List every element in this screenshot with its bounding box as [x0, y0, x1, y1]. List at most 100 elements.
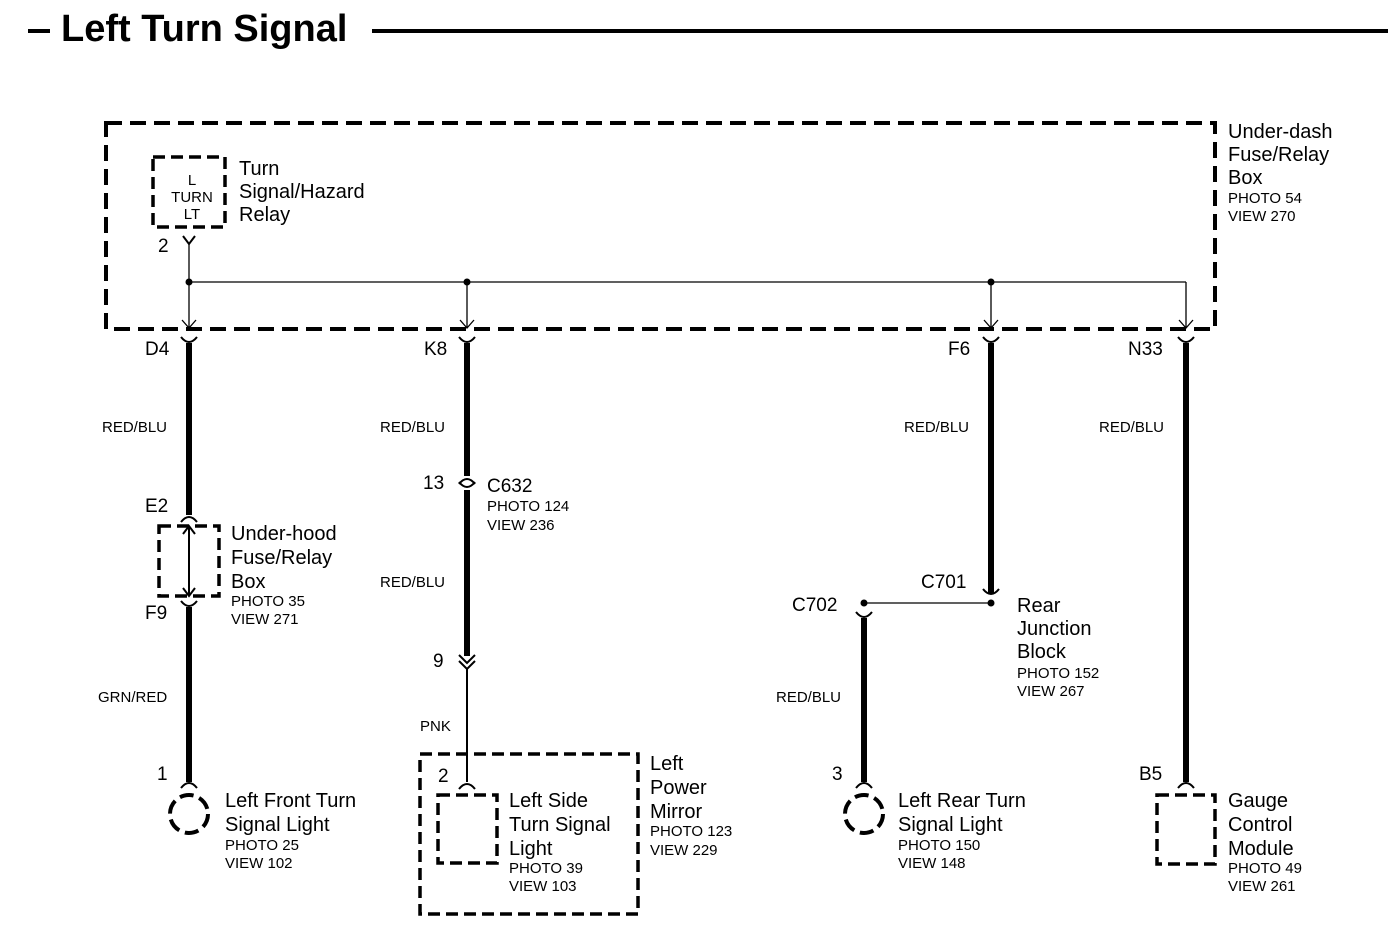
gauge-pin-b5: B5 — [1139, 764, 1162, 785]
terminal-k8-symbol — [458, 336, 476, 343]
wire-color-n33: RED/BLU — [1099, 419, 1164, 436]
gauge-photo: PHOTO 49 — [1228, 860, 1302, 877]
power-mirror-name-1: Left — [650, 753, 684, 775]
wire-color-c702: RED/BLU — [776, 689, 841, 706]
splice-dot — [987, 278, 995, 286]
relay-name-1: Turn — [239, 158, 279, 180]
underdash-fuse-box-outline — [104, 121, 1217, 331]
underdash-box-photo: PHOTO 54 — [1228, 190, 1302, 207]
left-rear-view: VIEW 148 — [898, 855, 966, 872]
left-front-pin: 1 — [157, 764, 168, 785]
terminal-k8: K8 — [424, 339, 447, 360]
underhood-box-name-3: Box — [231, 571, 265, 593]
c632-connector-symbol — [458, 481, 476, 488]
underdash-box-view: VIEW 270 — [1228, 208, 1296, 225]
left-side-photo: PHOTO 39 — [509, 860, 583, 877]
pin-f9: F9 — [145, 603, 167, 624]
underhood-box-photo: PHOTO 35 — [231, 593, 305, 610]
underhood-box-view: VIEW 271 — [231, 611, 299, 628]
left-rear-name-1: Left Rear Turn — [898, 790, 1026, 812]
wire-color-k8-lower: RED/BLU — [380, 574, 445, 591]
splice-dot — [185, 278, 193, 286]
splice-dot — [463, 278, 471, 286]
left-front-view: VIEW 102 — [225, 855, 293, 872]
c702-node — [860, 599, 868, 607]
gauge-name-2: Control — [1228, 814, 1292, 836]
c701-connector-symbol — [982, 588, 1000, 595]
connector-symbol — [458, 654, 476, 665]
gauge-name-3: Module — [1228, 838, 1294, 860]
arrow-icon — [459, 319, 475, 329]
diagram-title: Left Turn Signal — [61, 8, 347, 50]
wire-color-d4: RED/BLU — [102, 419, 167, 436]
left-rear-photo: PHOTO 150 — [898, 837, 980, 854]
wire-color-k8-upper: RED/BLU — [380, 419, 445, 436]
rear-junction-name-3: Block — [1017, 641, 1067, 663]
arrow-icon — [983, 319, 999, 329]
left-front-name-1: Left Front Turn — [225, 790, 356, 812]
terminal-f6: F6 — [948, 339, 970, 360]
left-side-view: VIEW 103 — [509, 878, 577, 895]
wire-color-f9: GRN/RED — [98, 689, 167, 706]
rear-junction-photo: PHOTO 152 — [1017, 665, 1099, 682]
turn-signal-relay-outline — [151, 155, 227, 229]
left-side-name-1: Left Side — [509, 790, 588, 812]
terminal-n33-symbol — [1177, 336, 1195, 343]
left-side-pin: 2 — [438, 766, 449, 787]
c632-pin-9: 9 — [433, 651, 444, 672]
power-mirror-photo: PHOTO 123 — [650, 823, 732, 840]
c702-label: C702 — [792, 595, 837, 616]
relay-pin-2: 2 — [158, 236, 169, 257]
relay-name-2: Signal/Hazard — [239, 181, 365, 203]
relay-pin-symbol — [182, 235, 196, 246]
pin-f9-symbol — [180, 600, 198, 607]
arrow-icon — [182, 587, 196, 598]
terminal-d4: D4 — [145, 339, 170, 360]
terminal-f6-symbol — [982, 336, 1000, 343]
c702-connector-symbol — [855, 611, 873, 618]
pin-e2: E2 — [145, 496, 168, 517]
underdash-box-name-3: Box — [1228, 167, 1262, 189]
arrow-icon — [1178, 319, 1194, 329]
gauge-name-1: Gauge — [1228, 790, 1288, 812]
relay-inner-label-2: TURN — [171, 189, 213, 206]
relay-inner-label-3: LT — [184, 206, 200, 223]
left-side-name-2: Turn Signal — [509, 814, 611, 836]
wire-color-pnk: PNK — [420, 718, 451, 735]
rear-junction-name-2: Junction — [1017, 618, 1092, 640]
relay-name-3: Relay — [239, 204, 290, 226]
gauge-pin-symbol — [1177, 782, 1195, 789]
c632-pin-13: 13 — [423, 473, 444, 494]
terminal-d4-symbol — [180, 336, 198, 343]
left-front-pin-symbol — [180, 782, 198, 789]
rear-junction-view: VIEW 267 — [1017, 683, 1085, 700]
power-mirror-view: VIEW 229 — [650, 842, 718, 859]
left-power-mirror-outline — [418, 752, 640, 916]
c632-photo: PHOTO 124 — [487, 498, 569, 515]
underdash-box-name-1: Under-dash — [1228, 121, 1333, 143]
c632-name: C632 — [487, 476, 532, 497]
relay-inner-label-1: L — [188, 172, 196, 189]
underhood-box-name-1: Under-hood — [231, 523, 337, 545]
left-side-pin-symbol — [458, 783, 476, 790]
left-side-name-3: Light — [509, 838, 553, 860]
left-rear-name-2: Signal Light — [898, 814, 1003, 836]
power-mirror-name-2: Power — [650, 777, 707, 799]
wire-color-f6: RED/BLU — [904, 419, 969, 436]
rear-junction-name-1: Rear — [1017, 595, 1061, 617]
left-front-bulb-icon — [168, 793, 210, 835]
gauge-view: VIEW 261 — [1228, 878, 1296, 895]
terminal-n33: N33 — [1128, 339, 1163, 360]
left-front-name-2: Signal Light — [225, 814, 330, 836]
underdash-box-name-2: Fuse/Relay — [1228, 144, 1329, 166]
left-rear-bulb-icon — [843, 793, 885, 835]
pin-e2-symbol — [180, 516, 198, 523]
gauge-control-module-outline — [1155, 793, 1217, 866]
c632-view: VIEW 236 — [487, 517, 555, 534]
c701-label: C701 — [921, 572, 966, 593]
left-side-light-outline — [436, 793, 499, 865]
left-rear-pin-symbol — [855, 782, 873, 789]
left-rear-pin: 3 — [832, 764, 843, 785]
